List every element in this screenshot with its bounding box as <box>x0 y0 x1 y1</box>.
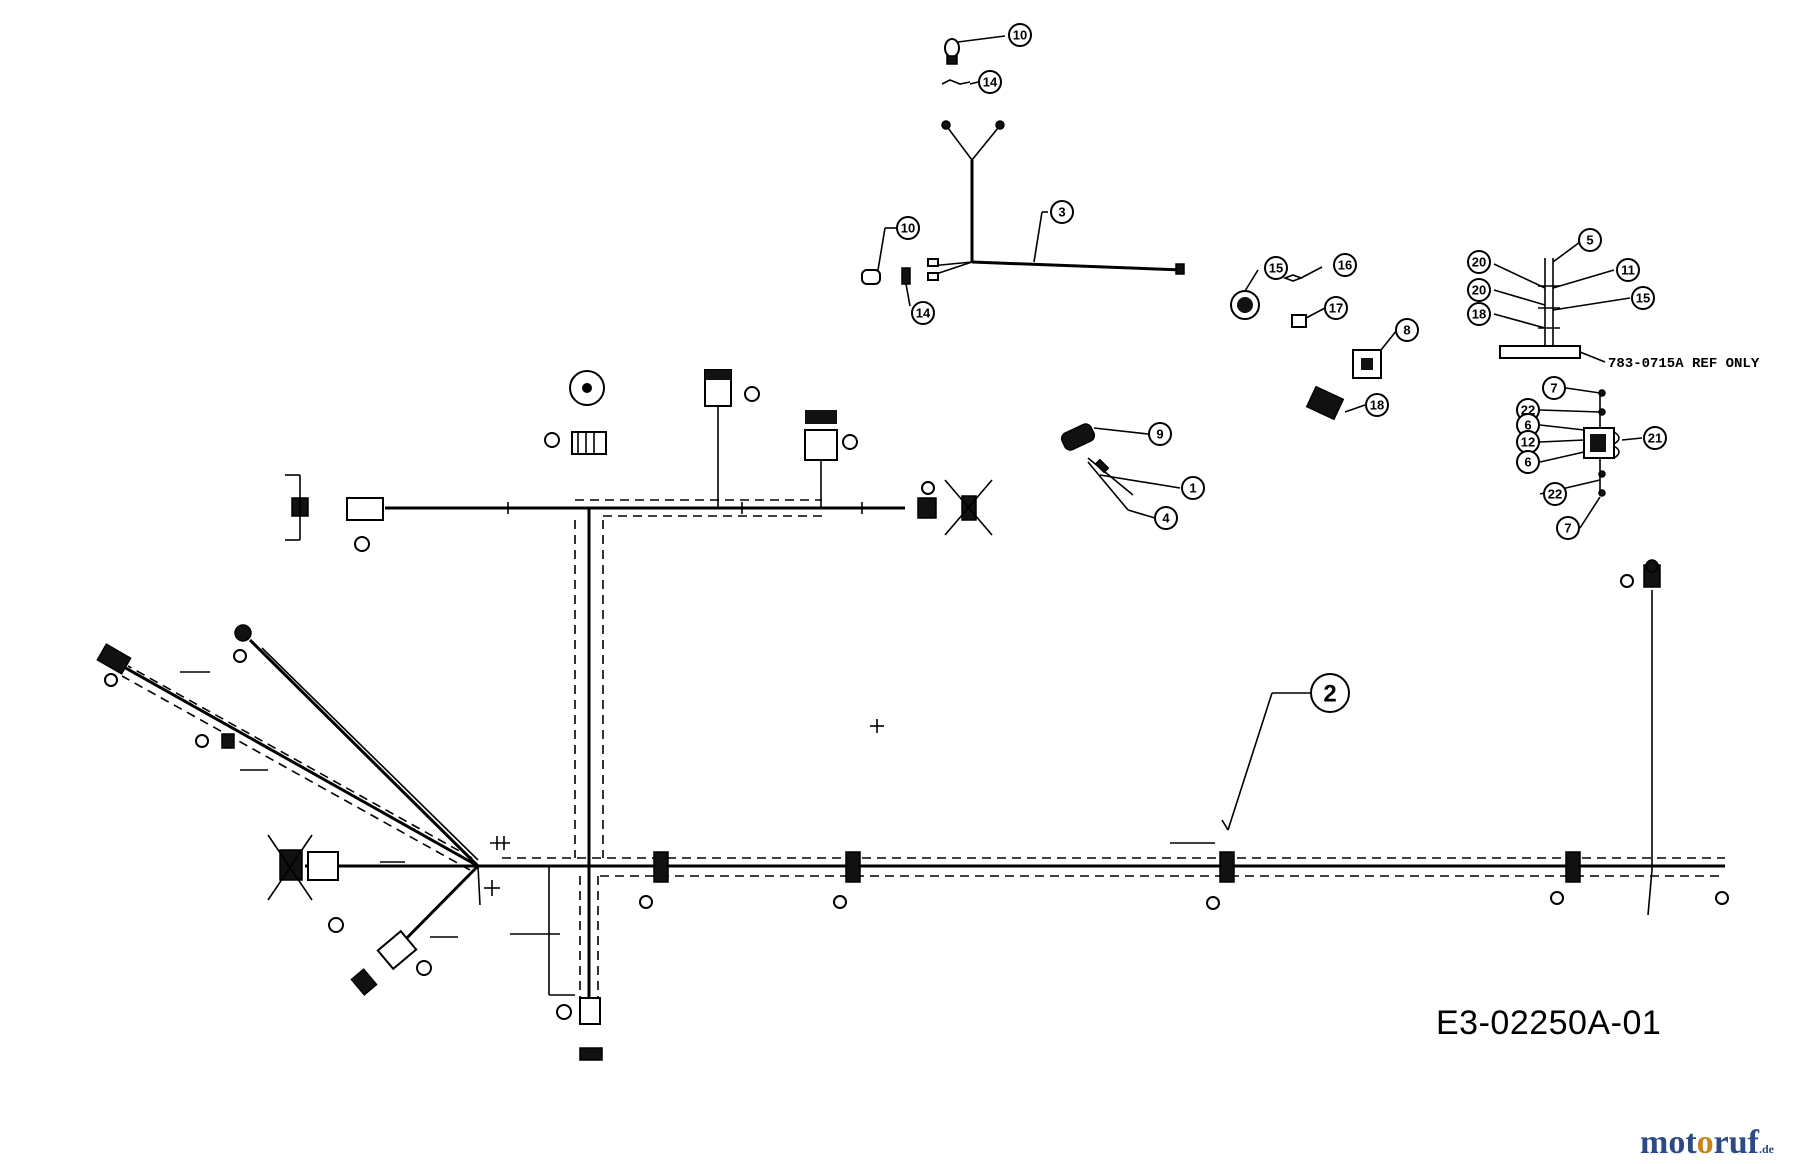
watermark-part-2: o <box>1696 1124 1714 1161</box>
callout-7-top: 7 <box>1542 376 1566 400</box>
svg-text:6: 6 <box>1524 418 1531 433</box>
ignition-icon <box>1305 385 1345 421</box>
svg-text:10: 10 <box>901 221 915 236</box>
callout-10-left: 10 <box>885 216 920 240</box>
upper-right-components <box>1060 241 1643 529</box>
socket-icon <box>941 79 971 85</box>
module-21-icon <box>1583 427 1615 459</box>
main-harness <box>385 499 1725 1000</box>
svg-text:16: 16 <box>1338 258 1352 273</box>
callout-4: 4 <box>1154 506 1178 530</box>
connector-block <box>571 431 607 455</box>
svg-text:21: 21 <box>1648 431 1662 446</box>
svg-text:9: 9 <box>1156 427 1163 442</box>
svg-text:8: 8 <box>1403 323 1410 338</box>
callout-14-left: 14 <box>911 301 935 325</box>
svg-text:2: 2 <box>1323 681 1336 708</box>
module-box <box>804 429 838 461</box>
svg-text:6: 6 <box>1524 455 1531 470</box>
inline-connector-2 <box>845 851 861 883</box>
svg-text:7: 7 <box>1550 381 1557 396</box>
callout-6-bottom: 6 <box>1516 450 1540 474</box>
svg-text:20: 20 <box>1472 255 1486 270</box>
svg-text:11: 11 <box>1621 263 1635 278</box>
callout-18-stack: 18 <box>1467 302 1491 326</box>
solenoid-icon <box>376 929 418 971</box>
watermark-tld: .de <box>1758 1142 1774 1156</box>
inline-connector-1 <box>653 851 669 883</box>
svg-text:15: 15 <box>1636 291 1650 306</box>
main-harness-components <box>96 369 1729 1061</box>
callout-16: 16 <box>1333 253 1357 277</box>
bottom-connector <box>579 997 601 1025</box>
svg-text:4: 4 <box>1162 511 1170 526</box>
callout-12: 12 <box>1516 430 1540 454</box>
svg-text:17: 17 <box>1329 301 1343 316</box>
inline-connector-4 <box>1565 851 1581 883</box>
callout-3: 3 <box>1033 200 1074 263</box>
callout-20-mid: 20 <box>1467 278 1491 302</box>
ref-only-note: 783-0715A REF ONLY <box>1608 356 1760 372</box>
callout-11: 11 <box>1616 258 1640 282</box>
callout-15-stack: 15 <box>1631 286 1655 310</box>
watermark-logo: motoruf.de <box>1640 1124 1774 1162</box>
svg-text:5: 5 <box>1586 233 1593 248</box>
callout-7-bottom: 7 <box>1556 516 1580 540</box>
left-branches <box>114 638 510 952</box>
watermark-part-1: mot <box>1640 1124 1697 1161</box>
svg-text:3: 3 <box>1058 205 1065 220</box>
callout-8-square: 8 <box>1395 318 1419 342</box>
svg-text:22: 22 <box>1548 487 1562 502</box>
callouts: 10 14 3 10 14 15 16 <box>885 23 1667 831</box>
callout-17: 17 <box>1324 296 1348 320</box>
svg-text:10: 10 <box>1013 28 1027 43</box>
callout-9: 9 <box>1148 422 1172 446</box>
callout-22-bottom: 22 <box>1543 482 1567 506</box>
bulb-left-icon <box>861 269 881 285</box>
ground-terminal <box>234 624 252 642</box>
callout-20-top: 20 <box>1467 250 1491 274</box>
relay-connector <box>346 497 384 521</box>
callout-21: 21 <box>1643 426 1667 450</box>
key-switch-connector <box>307 851 339 881</box>
callout-1: 1 <box>1181 476 1205 500</box>
watermark-part-3: ruf <box>1713 1124 1759 1161</box>
callout-2-main: 2 <box>1221 673 1350 831</box>
bulb-icon <box>944 38 960 58</box>
svg-text:14: 14 <box>983 75 998 90</box>
inline-connector-3 <box>1219 851 1235 883</box>
svg-text:7: 7 <box>1564 521 1571 536</box>
connector-plug <box>917 497 937 519</box>
upper-sub-harness <box>861 35 1185 307</box>
callout-18-ignition: 18 <box>1365 393 1389 417</box>
plug-icon <box>1282 274 1304 282</box>
svg-text:20: 20 <box>1472 283 1486 298</box>
svg-text:14: 14 <box>916 306 931 321</box>
callout-14-top: 14 <box>978 70 1002 94</box>
svg-text:15: 15 <box>1269 261 1283 276</box>
drawing-code: E3-02250A-01 <box>1436 1004 1662 1042</box>
callout-15-round: 15 <box>1264 256 1288 280</box>
key-icon <box>1291 314 1307 328</box>
connector-9-icon <box>1060 423 1096 451</box>
wire-labels <box>180 671 1215 938</box>
svg-text:18: 18 <box>1370 398 1384 413</box>
svg-text:12: 12 <box>1521 435 1535 450</box>
ref-only-bracket <box>1499 345 1581 359</box>
relay-square-icon <box>1352 349 1382 379</box>
svg-text:18: 18 <box>1472 307 1486 322</box>
svg-text:1: 1 <box>1189 481 1196 496</box>
headlight-connector <box>96 643 132 675</box>
callout-10-top: 10 <box>1008 23 1032 47</box>
callout-5: 5 <box>1578 228 1602 252</box>
